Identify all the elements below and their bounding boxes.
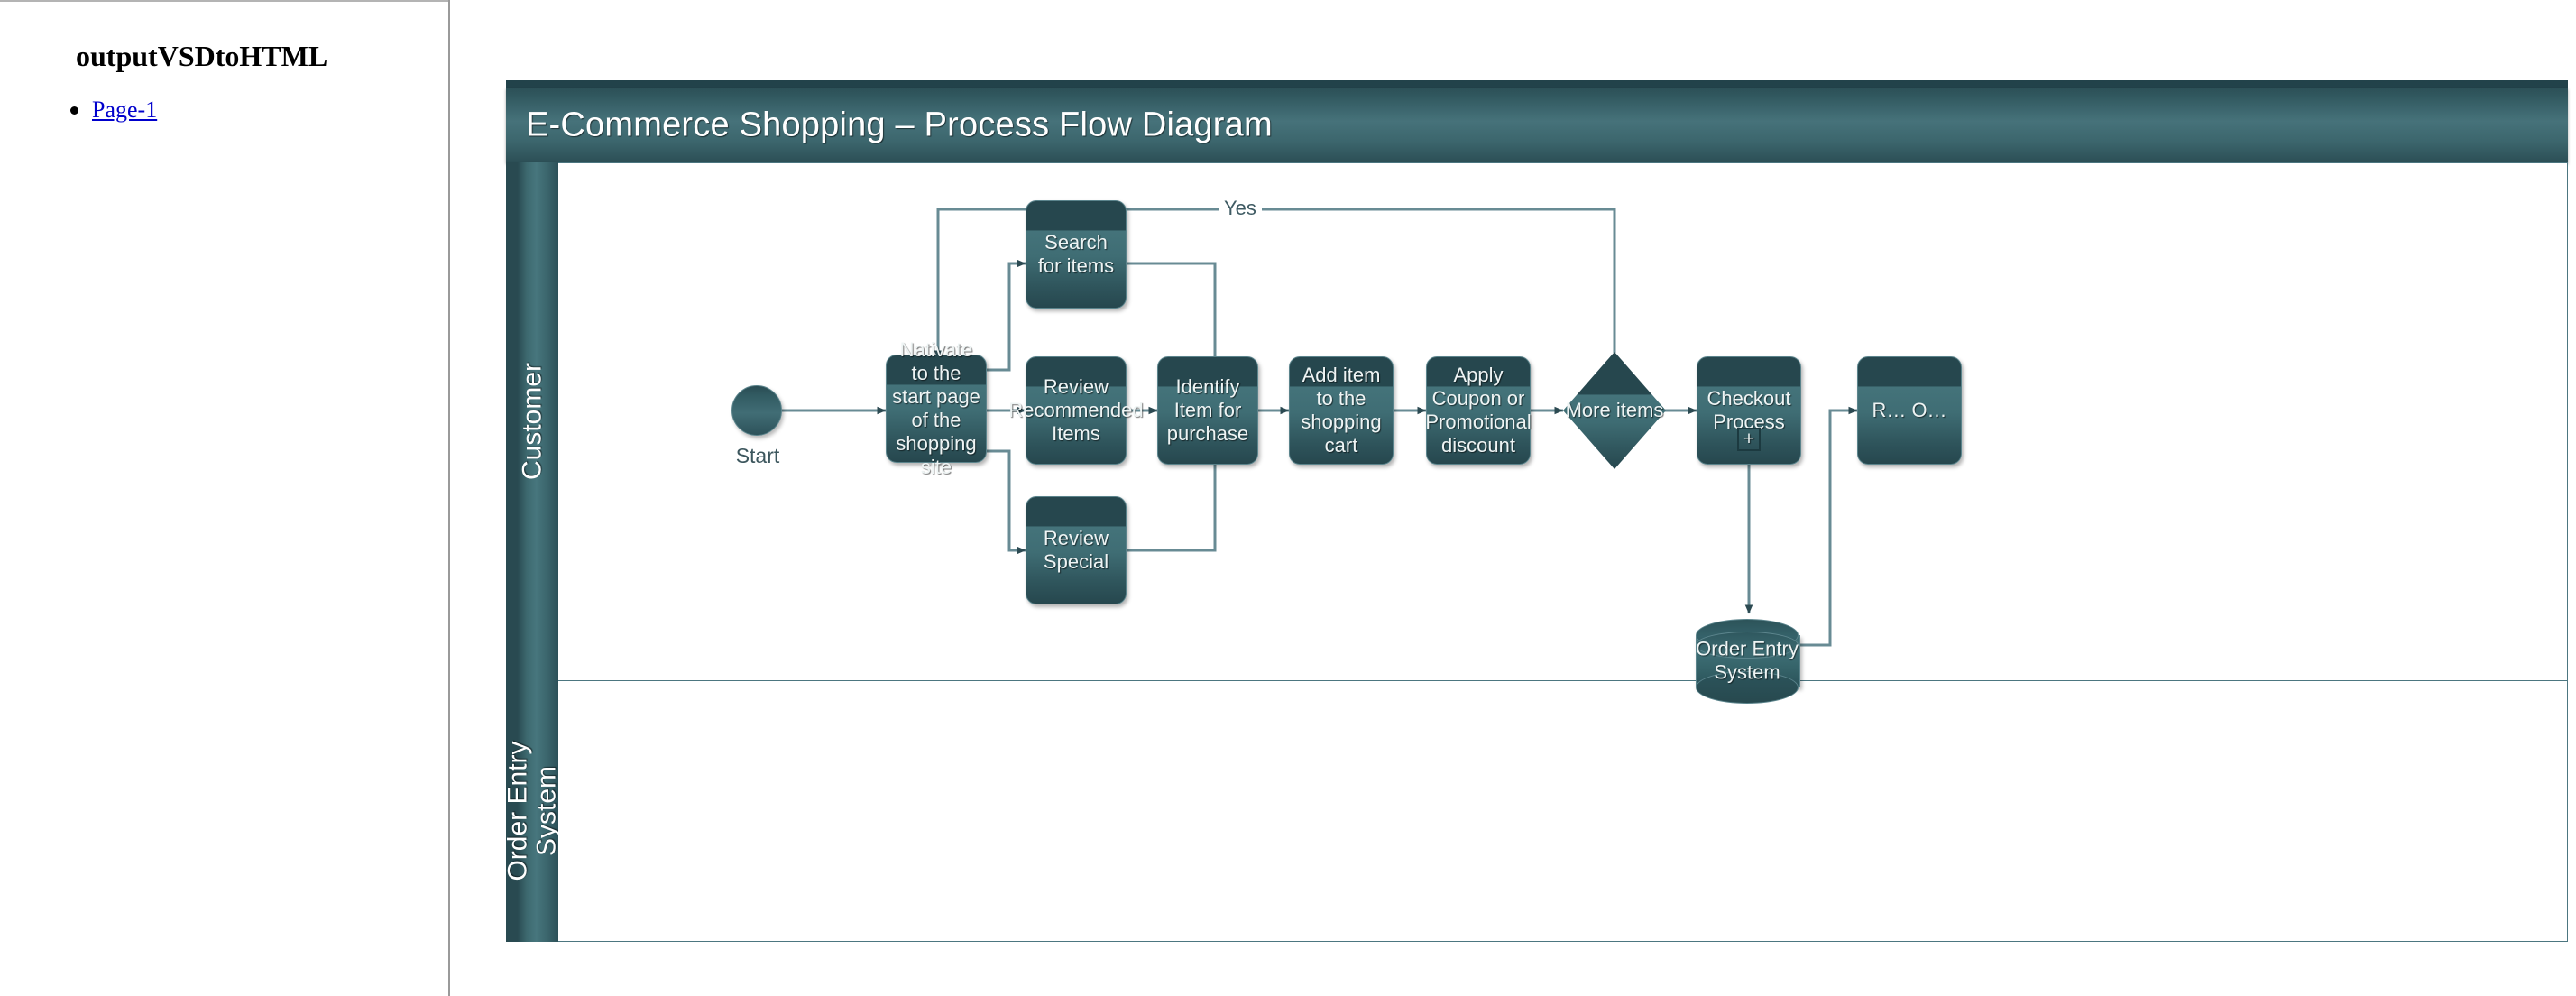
cylinder-bottom	[1696, 671, 1799, 704]
list-item: Page-1	[70, 96, 450, 125]
nav-top-divider	[0, 0, 448, 2]
process-flow-diagram: E-Commerce Shopping – Process Flow Diagr…	[450, 0, 2568, 996]
pane-splitter[interactable]	[448, 0, 450, 996]
swimlane-label-order-entry-system: Order Entry System	[502, 741, 562, 881]
swimlane-header-customer: Customer	[506, 162, 559, 680]
banner-top-shadow	[506, 80, 2568, 88]
node-label: R… O…	[1872, 399, 1947, 422]
diagram-title-banner: E-Commerce Shopping – Process Flow Diagr…	[506, 88, 2568, 162]
node-review-special[interactable]: Review Special	[1026, 496, 1127, 604]
swimlane-order-entry-system: Order Entry System	[502, 680, 2568, 942]
node-apply-coupon[interactable]: Apply Coupon or Promotional discount	[1425, 356, 1532, 465]
start-event[interactable]	[731, 385, 782, 436]
node-navigate-to-start-page[interactable]: Nativate to the start page of the shoppi…	[886, 338, 987, 478]
node-checkout-process[interactable]: Checkout Process +	[1697, 356, 1801, 465]
node-label: Nativate to the start page of the shoppi…	[892, 338, 980, 478]
node-label: Review Recommended Items	[1008, 375, 1144, 445]
swimlane-body-order-entry-system	[558, 680, 2568, 942]
edge-label-more-items-yes: Yes	[1219, 197, 1262, 220]
swimlane-label-customer: Customer	[517, 362, 547, 481]
cylinder-ring	[1696, 632, 1799, 659]
node-label: Review Special	[1043, 527, 1109, 573]
swimlane-pool: Customer Order Entry System	[502, 162, 2568, 942]
swimlane-header-order-entry-system: Order Entry System	[502, 680, 562, 942]
node-record-order[interactable]: R… O…	[1857, 356, 1962, 465]
diagram-pane: E-Commerce Shopping – Process Flow Diagr…	[450, 0, 2576, 996]
swimlane-customer: Customer	[506, 162, 2568, 680]
diagram-title: E-Commerce Shopping – Process Flow Diagr…	[526, 106, 1273, 143]
nav-pane: outputVSDtoHTML Page-1	[0, 0, 450, 996]
node-add-item-to-cart[interactable]: Add item to the shopping cart	[1289, 356, 1394, 465]
page-list: Page-1	[54, 96, 450, 125]
node-identify-item-for-purchase[interactable]: Identify Item for purchase	[1157, 356, 1258, 465]
node-label: Apply Coupon or Promotional discount	[1425, 364, 1532, 456]
start-event-label: Start	[735, 444, 780, 467]
node-review-recommended-items[interactable]: Review Recommended Items	[1008, 356, 1144, 465]
node-label: More items	[1565, 399, 1664, 421]
subprocess-plus-icon[interactable]: +	[1737, 428, 1761, 451]
node-search-for-items[interactable]: Search for items	[1026, 200, 1127, 309]
page-title: outputVSDtoHTML	[76, 40, 328, 72]
node-label: Search for items	[1037, 231, 1115, 277]
node-more-items-decision[interactable]: More items	[1563, 352, 1666, 469]
node-label: Order Entry System	[1696, 637, 1799, 684]
node-order-entry-system-database[interactable]: Order Entry System	[1696, 619, 1800, 704]
node-label: Identify Item for purchase	[1166, 375, 1249, 445]
node-label: Add item to the shopping cart	[1301, 364, 1382, 456]
nav-link-page-1[interactable]: Page-1	[92, 97, 158, 124]
